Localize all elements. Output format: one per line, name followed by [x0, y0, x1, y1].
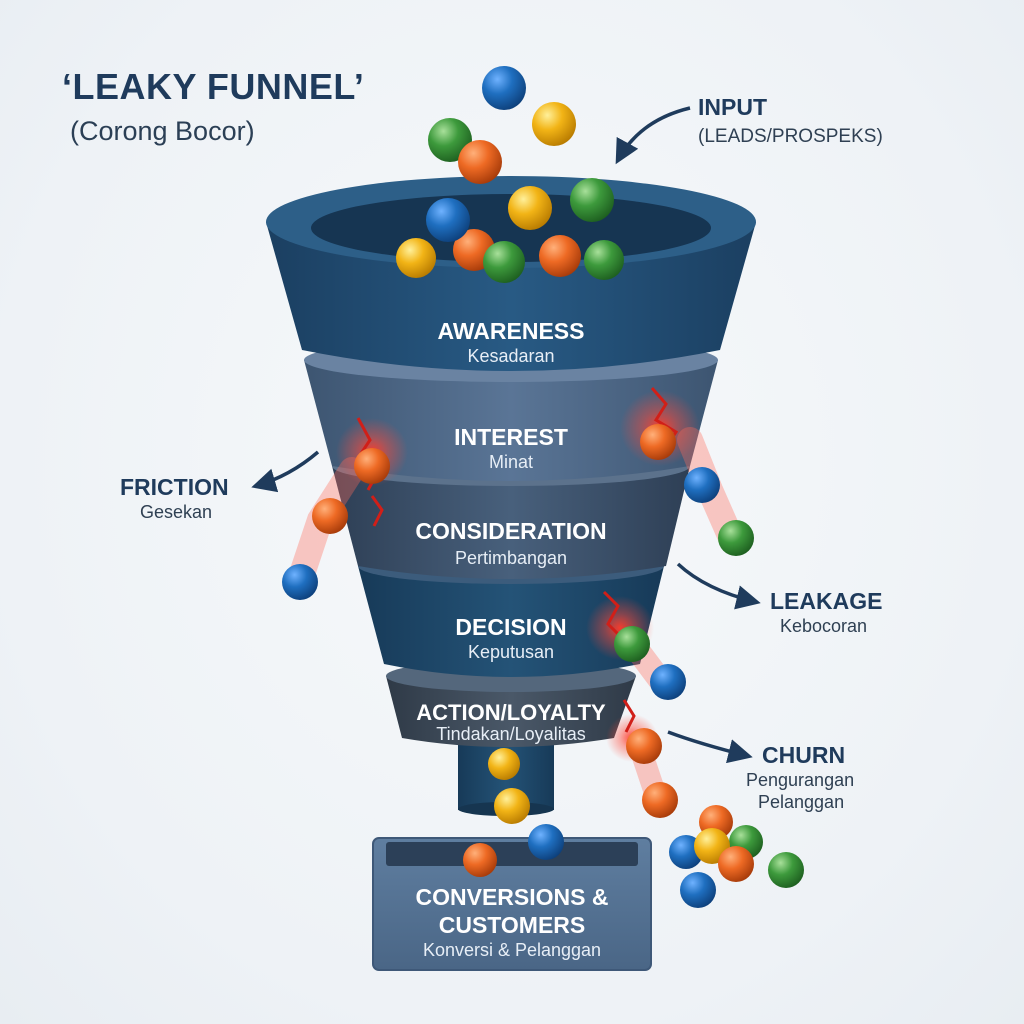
green-ball	[570, 178, 614, 222]
churn-arrow	[667, 730, 753, 764]
green-ball	[614, 626, 650, 662]
friction-sub: Gesekan	[140, 502, 213, 522]
yellow-ball	[532, 102, 576, 146]
input-label: INPUT	[698, 94, 767, 120]
page-title: ‘LEAKY FUNNEL’	[62, 66, 365, 107]
orange-ball	[640, 424, 676, 460]
stage-awareness-band	[266, 176, 756, 371]
stage-interest-label: INTEREST	[454, 424, 568, 450]
yellow-ball	[508, 186, 552, 230]
stage-awareness-label: AWARENESS	[437, 318, 585, 344]
blue-ball	[426, 198, 470, 242]
output-sub: Konversi & Pelanggan	[422, 940, 602, 960]
page-subtitle: (Corong Bocor)	[70, 116, 255, 146]
stage-consideration-sub: Pertimbangan	[454, 548, 568, 568]
blue-ball	[684, 467, 720, 503]
stage-action-sub: Tindakan/Loyalitas	[436, 724, 586, 744]
output-label-line1: CONVERSIONS &	[415, 884, 609, 910]
output-box	[372, 837, 652, 971]
yellow-ball	[488, 748, 520, 780]
friction-label: FRICTION	[120, 474, 229, 500]
orange-ball	[626, 728, 662, 764]
orange-ball	[718, 846, 754, 882]
output-label-line2: CUSTOMERS	[438, 912, 586, 938]
leakage-sub: Kebocoran	[780, 616, 868, 636]
green-ball	[718, 520, 754, 556]
input-arrow	[615, 106, 691, 165]
stage-action-label: ACTION/LOYALTY	[416, 700, 606, 725]
leakage-arrow	[676, 562, 761, 610]
leakage-label: LEAKAGE	[770, 588, 883, 614]
orange-ball	[458, 140, 502, 184]
churn-sub-line2: Pelanggan	[758, 792, 845, 812]
yellow-ball	[494, 788, 530, 824]
stage-interest-sub: Minat	[488, 452, 534, 472]
orange-ball	[354, 448, 390, 484]
orange-ball	[539, 235, 581, 277]
orange-ball	[312, 498, 348, 534]
green-ball	[483, 241, 525, 283]
blue-ball	[680, 872, 716, 908]
green-ball	[768, 852, 804, 888]
blue-ball	[528, 824, 564, 860]
blue-ball	[282, 564, 318, 600]
green-ball	[584, 240, 624, 280]
stage-consideration-label: CONSIDERATION	[415, 518, 607, 544]
orange-ball	[642, 782, 678, 818]
blue-ball	[650, 664, 686, 700]
churn-label: CHURN	[762, 742, 846, 768]
blue-ball	[482, 66, 526, 110]
churn-sub-line1: Pengurangan	[746, 770, 855, 790]
stage-decision-sub: Keputusan	[467, 642, 555, 662]
input-sub: (LEADS/PROSPEKS)	[698, 126, 883, 147]
friction-arrow	[251, 450, 320, 493]
yellow-ball	[396, 238, 436, 278]
annotation-arrows	[251, 106, 761, 764]
stage-awareness-sub: Kesadaran	[467, 346, 555, 366]
stage-decision-label: DECISION	[455, 614, 567, 640]
orange-ball	[463, 843, 497, 877]
